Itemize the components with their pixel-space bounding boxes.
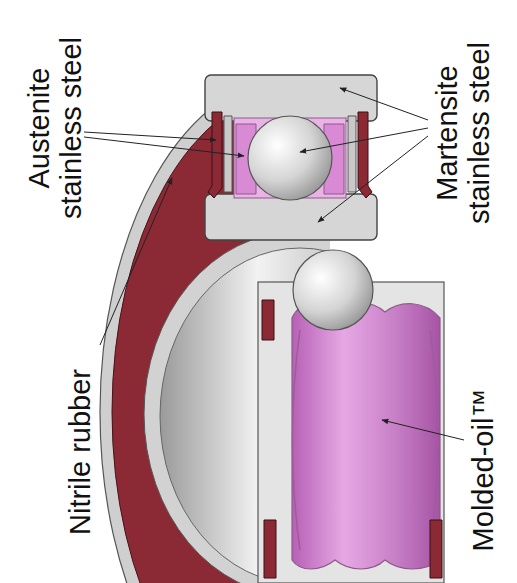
- part-label: Nitrile rubber: [64, 337, 96, 567]
- bearing-section: [205, 75, 377, 240]
- leader-lines: [84, 88, 464, 440]
- part-label: Martensite stainless steel: [431, 8, 495, 258]
- part-label: Austenite stainless steel: [23, 8, 87, 248]
- molded-oil-section: [258, 250, 444, 583]
- part-label: Molded-oil™: [467, 370, 499, 570]
- bearing-ring: [100, 78, 330, 583]
